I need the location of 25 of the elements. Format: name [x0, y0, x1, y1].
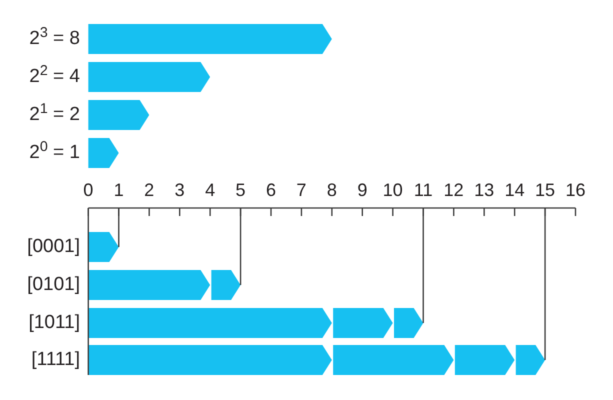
category-label: [1011] [28, 312, 80, 334]
tick-label: 1 [114, 180, 124, 200]
tick-label: 6 [266, 180, 276, 200]
tick-label: 12 [444, 180, 464, 200]
category-label: 2$^{3}$ = 8 [29, 28, 80, 50]
tick-label: 14 [504, 180, 525, 200]
tick-label: 8 [326, 180, 337, 200]
category-label: 2$^{0}$ = 1 [29, 142, 80, 164]
tick-label: 10 [382, 180, 403, 200]
tick-label: 9 [357, 180, 368, 200]
category-label: 2$^{1}$ = 2 [29, 104, 80, 126]
tick-label: 0 [83, 180, 94, 200]
tick-label: 13 [474, 180, 494, 200]
category-label: [1111] [31, 349, 80, 371]
category-label: [0101] [27, 274, 80, 296]
tick-label: 5 [236, 180, 246, 200]
tick-label: 4 [205, 180, 216, 200]
tick-label: 15 [535, 180, 556, 200]
tick-label: 7 [296, 180, 306, 200]
category-label: 2$^{2}$ = 4 [29, 66, 80, 88]
category-label: [0001] [27, 236, 80, 258]
tick-label: 11 [414, 180, 433, 200]
tick-label: 3 [174, 180, 185, 200]
tick-label: 2 [144, 180, 154, 200]
tick-label: 16 [565, 180, 586, 200]
